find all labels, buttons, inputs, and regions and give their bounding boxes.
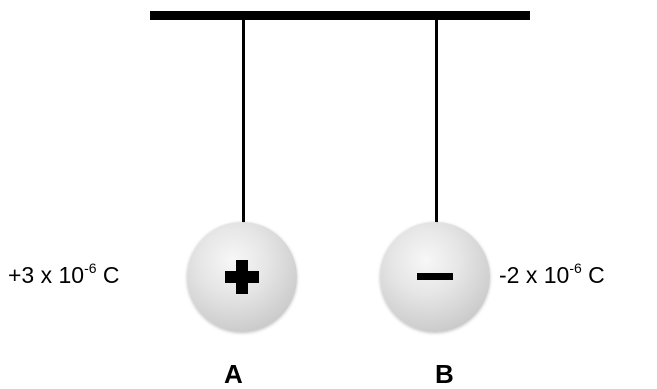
plus-icon (225, 260, 259, 294)
sphere-b (380, 222, 490, 332)
sphere-a-letter: A (224, 359, 243, 389)
charge-label-b: -2 x 10-6 C (499, 260, 605, 291)
charge-b-coefficient: -2 x 10 (499, 262, 570, 288)
charge-label-a: +3 x 10-6 C (8, 260, 120, 291)
sphere-b-letter: B (435, 359, 454, 389)
charge-a-coefficient: +3 x 10 (8, 262, 85, 288)
charge-a-unit: C (96, 262, 120, 288)
charge-b-exponent: -6 (569, 260, 582, 276)
support-bar (150, 11, 530, 20)
charge-a-exponent: -6 (84, 260, 97, 276)
sphere-a (187, 222, 297, 332)
charge-b-unit: C (581, 262, 605, 288)
minus-icon (417, 273, 453, 280)
thread-b (435, 20, 438, 234)
thread-a (242, 20, 245, 234)
